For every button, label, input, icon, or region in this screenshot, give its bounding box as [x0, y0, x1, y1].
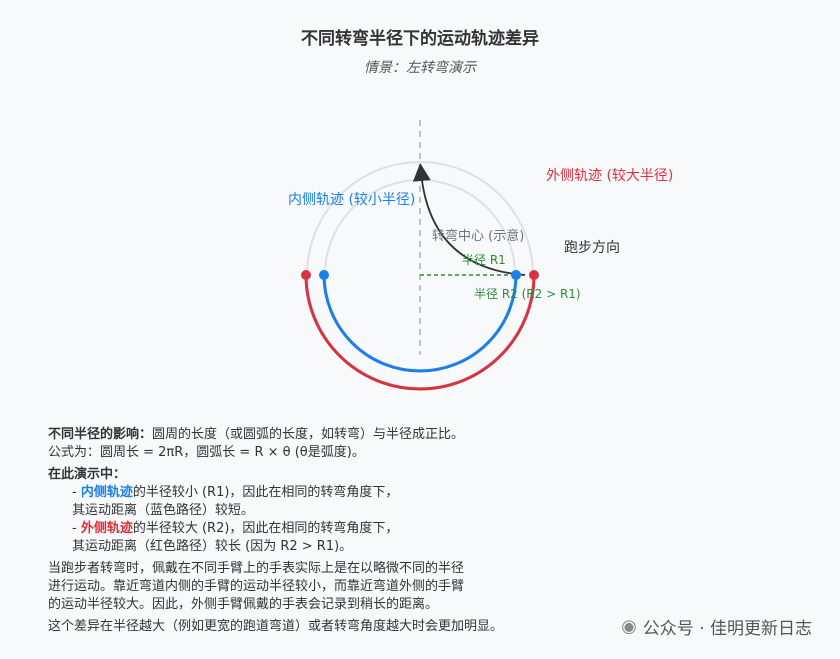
inner-end-dot: [511, 270, 521, 280]
p3-line: 当跑步者转弯时，佩戴在不同手臂上的手表实际上是在以略微不同的半径: [48, 561, 465, 576]
diagram-subtitle: 情景：左转弯演示: [364, 60, 476, 76]
outer-start-dot: [301, 270, 311, 280]
outer-text: 的半径较大 (R2)，因此在相同的转弯角度下，: [132, 521, 399, 536]
formula-text: 公式为：圆周长 = 2πR，圆弧长 = R × θ (θ是弧度)。: [48, 445, 365, 460]
p1-text: 圆周的长度（或圆弧的长度，如转弯）与半径成正比。: [152, 427, 465, 442]
turn-radius-diagram: 内侧轨迹 (较小半径) 外侧轨迹 (较大半径) 转弯中心 (示意) 跑步方向 半…: [288, 120, 673, 391]
p4: 这个差异在半径越大（例如更宽的跑道弯道）或者转弯角度越大时会更加明显。: [48, 619, 504, 634]
outer-track-label: 外侧轨迹 (较大半径): [546, 168, 673, 184]
inner-track-label: 内侧轨迹 (较小半径): [288, 192, 415, 208]
outer-text-2: 其运动距离（红色路径）较长 (因为 R2 > R1)。: [72, 539, 353, 554]
outer-path: [304, 274, 536, 391]
p3-line: 的运动半径较大。因此，外侧手臂佩戴的手表会记录到稍长的距离。: [48, 597, 439, 612]
inner-text: 的半径较小 (R1)，因此在相同的转弯角度下，: [132, 485, 399, 500]
explanation-text: 不同半径的影响：圆周的长度（或圆弧的长度，如转弯）与半径成正比。公式为：圆周长 …: [48, 426, 608, 640]
diagram-title: 不同转弯半径下的运动轨迹差异: [301, 29, 539, 49]
outer-term: 外侧轨迹: [80, 521, 133, 536]
dash: -: [72, 485, 81, 500]
watermark: ◉ 公众号 · 佳明更新日志: [621, 614, 812, 639]
p3-line: 进行运动。靠近弯道内侧的手臂的运动半径较小，而靠近弯道外侧的手臂: [48, 579, 465, 594]
r2-label: 半径 R2 (R2 > R1): [474, 287, 581, 301]
watermark-text: 公众号 · 佳明更新日志: [642, 619, 812, 639]
inner-text-2: 其运动距离（蓝色路径）较短。: [72, 503, 255, 518]
outer-end-dot: [529, 270, 539, 280]
wechat-icon: ◉: [621, 616, 637, 637]
p2-bold: 在此演示中：: [48, 467, 127, 482]
r1-label: 半径 R1: [462, 253, 506, 267]
p1-bold: 不同半径的影响：: [48, 427, 153, 442]
direction-arrow: [412, 163, 526, 276]
dash: -: [72, 521, 81, 536]
inner-path: [322, 274, 518, 373]
direction-label: 跑步方向: [564, 240, 620, 256]
inner-start-dot: [319, 270, 329, 280]
inner-term: 内侧轨迹: [80, 485, 133, 500]
center-label: 转弯中心 (示意): [432, 228, 524, 244]
